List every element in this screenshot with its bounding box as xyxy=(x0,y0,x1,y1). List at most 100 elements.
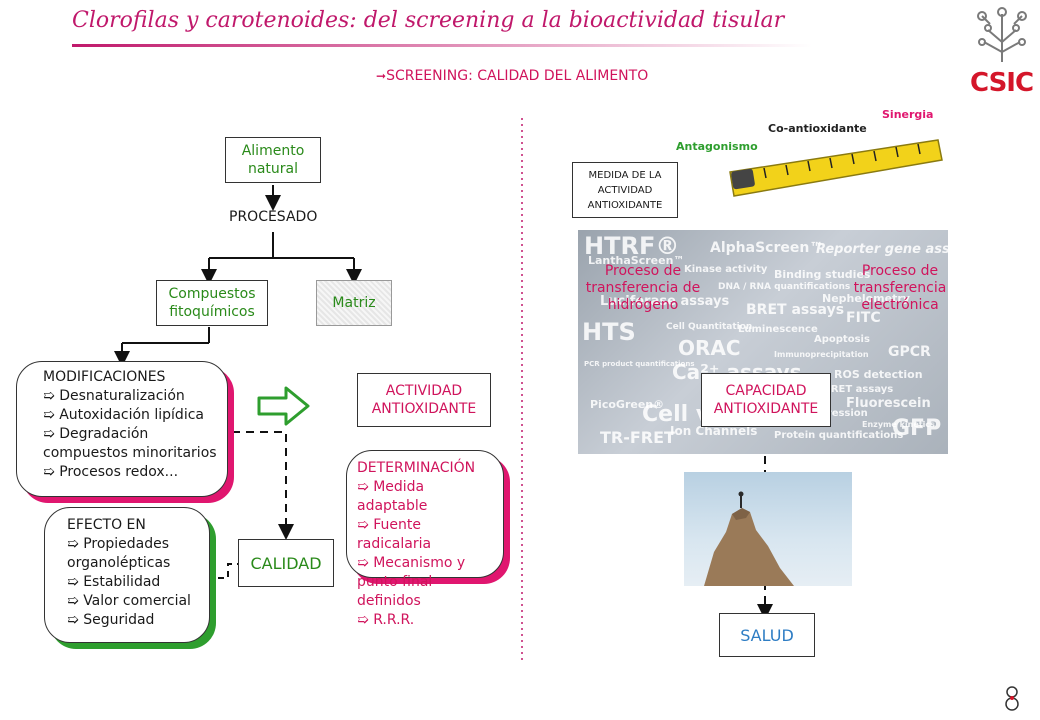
bullet-arrow-icon: ➯ xyxy=(357,517,369,533)
arrow-right-icon: ➞ xyxy=(376,69,387,83)
list-item-text: Degradación compuestos minoritarios xyxy=(43,426,217,461)
list-item-text: Autoxidación lipídica xyxy=(59,407,204,423)
assay-word: Binding studies xyxy=(774,268,871,281)
list-item: ➯ Fuente radicalaria xyxy=(357,516,497,554)
assay-word: GPCR xyxy=(888,344,931,360)
list-item-text: Medida adaptable xyxy=(357,479,428,514)
assay-word: Apoptosis xyxy=(814,334,870,345)
assay-word: Nephelometry xyxy=(822,292,910,305)
list-item: ➯ Autoxidación lipídica xyxy=(43,406,219,425)
proceso-hidrogeno-label: Proceso de transferencia de hidrógeno xyxy=(585,263,701,313)
assay-word: FRET assays xyxy=(824,384,894,395)
alimento-natural-label: Alimento natural xyxy=(241,143,305,177)
procesado-label: PROCESADO xyxy=(229,209,318,225)
salud-box: SALUD xyxy=(719,613,815,657)
bullet-arrow-icon: ➯ xyxy=(67,536,79,552)
list-item-text: Procesos redox... xyxy=(59,464,179,480)
bullet-arrow-icon: ➯ xyxy=(357,555,369,571)
bullet-arrow-icon: ➯ xyxy=(43,426,55,442)
cliff-photo xyxy=(684,472,852,586)
list-item: ➯ Degradación compuestos minoritarios xyxy=(43,425,219,463)
compuestos-label: Compuestos fitoquímicos xyxy=(168,286,256,320)
efecto-box: EFECTO EN ➯ Propiedades organolépticas ➯… xyxy=(44,507,210,643)
section-text: SCREENING: CALIDAD DEL ALIMENTO xyxy=(386,68,649,84)
assay-word: Ion Channels xyxy=(670,424,758,438)
assay-word: Reporter gene assays xyxy=(816,242,948,257)
list-item-text: R.R.R. xyxy=(373,612,415,628)
compuestos-fitoquimicos-box: Compuestos fitoquímicos xyxy=(156,280,268,326)
bullet-arrow-icon: ➯ xyxy=(43,464,55,480)
bullet-arrow-icon: ➯ xyxy=(67,612,79,628)
list-item: ➯ Valor comercial xyxy=(67,592,201,611)
assay-word: Fluorescein xyxy=(846,396,931,411)
assay-word: DNA / RNA quantifications xyxy=(718,282,851,292)
matriz-box: Matriz xyxy=(316,280,392,326)
assay-word: Kinase activity xyxy=(684,264,768,275)
assay-word: ORAC xyxy=(678,336,741,360)
efecto-heading: EFECTO EN xyxy=(67,517,146,533)
assay-word: LanthaScreen™ xyxy=(588,254,685,267)
calidad-box: CALIDAD xyxy=(238,539,334,587)
list-item: ➯ Estabilidad xyxy=(67,573,201,592)
modificaciones-heading: MODIFICACIONES xyxy=(43,369,166,385)
list-item-text: Valor comercial xyxy=(83,593,191,609)
assay-word: Cell Quantitation xyxy=(666,322,753,332)
corner-logo xyxy=(992,682,1032,720)
page-title: Clorofilas y carotenoides: del screening… xyxy=(72,8,785,33)
proceso-electronica-label: Proceso de transferencia electrónica xyxy=(853,263,947,313)
matriz-label: Matriz xyxy=(332,295,376,311)
assay-word: Luminescence xyxy=(738,324,818,335)
antagonismo-label: Antagonismo xyxy=(676,140,758,153)
assay-word: AlphaScreen™ xyxy=(710,240,824,256)
assay-word: ROS detection xyxy=(834,368,923,381)
assay-word: HTRF® xyxy=(584,232,680,260)
calidad-label: CALIDAD xyxy=(250,553,322,573)
assay-word: PCR product quantifications xyxy=(584,360,695,368)
assay-word: Immunoprecipitation xyxy=(774,350,869,359)
assay-word: Enzyme kinetics xyxy=(862,420,935,429)
bullet-arrow-icon: ➯ xyxy=(67,593,79,609)
assay-word: FITC xyxy=(846,310,881,326)
section-heading: ➞SCREENING: CALIDAD DEL ALIMENTO xyxy=(376,68,648,84)
list-item-text: Desnaturalización xyxy=(59,388,185,404)
assay-word: Luciferase assays xyxy=(600,294,730,309)
list-item-text: Estabilidad xyxy=(83,574,161,590)
title-underline xyxy=(72,44,812,47)
salud-label: SALUD xyxy=(740,625,794,645)
assay-word: TR-FRET xyxy=(600,428,675,447)
list-item: ➯ Mecanismo y punto final definidos xyxy=(357,554,497,611)
assay-word: GFP xyxy=(892,416,942,441)
medida-label: MEDIDA DE LA ACTIVIDAD ANTIOXIDANTE xyxy=(587,169,663,211)
bullet-arrow-icon: ➯ xyxy=(357,612,369,628)
bullet-arrow-icon: ➯ xyxy=(43,388,55,404)
alimento-natural-box: Alimento natural xyxy=(225,137,321,183)
assay-collage: HTRF® AlphaScreen™ Reporter gene assays … xyxy=(578,230,948,454)
coantioxidante-label: Co-antioxidante xyxy=(768,122,867,135)
determinacion-heading: DETERMINACIÓN xyxy=(357,460,476,476)
actividad-label: ACTIVIDAD ANTIOXIDANTE xyxy=(371,383,477,417)
sinergia-label: Sinergia xyxy=(882,108,934,121)
list-item: ➯ R.R.R. xyxy=(357,611,497,630)
list-item-text: Propiedades organolépticas xyxy=(67,536,171,571)
list-item-text: Seguridad xyxy=(83,612,155,628)
list-item: ➯ Propiedades organolépticas xyxy=(67,535,201,573)
assay-word: Protein quantifications xyxy=(774,430,904,441)
hollow-arrow-icon xyxy=(256,384,312,432)
list-item: ➯ Desnaturalización xyxy=(43,387,219,406)
actividad-antioxidante-box: ACTIVIDAD ANTIOXIDANTE xyxy=(357,373,491,427)
assay-word: PicoGreen® xyxy=(590,398,665,411)
csic-logo: CSIC xyxy=(968,2,1036,102)
list-item-text: Fuente radicalaria xyxy=(357,517,432,552)
capacidad-antioxidante-box: CAPACIDAD ANTIOXIDANTE xyxy=(701,373,831,427)
list-item-text: Mecanismo y punto final definidos xyxy=(357,555,466,609)
assay-word: HTS xyxy=(582,318,636,346)
bullet-arrow-icon: ➯ xyxy=(357,479,369,495)
list-item: ➯ Medida adaptable xyxy=(357,478,497,516)
csic-tree-icon xyxy=(977,7,1027,62)
capacidad-label: CAPACIDAD ANTIOXIDANTE xyxy=(713,383,819,417)
bullet-arrow-icon: ➯ xyxy=(43,407,55,423)
determinacion-box: DETERMINACIÓN ➯ Medida adaptable ➯ Fuent… xyxy=(346,450,504,628)
medida-actividad-box: MEDIDA DE LA ACTIVIDAD ANTIOXIDANTE xyxy=(572,162,678,218)
tape-measure-icon xyxy=(724,134,946,210)
csic-wordmark: CSIC xyxy=(970,68,1034,98)
